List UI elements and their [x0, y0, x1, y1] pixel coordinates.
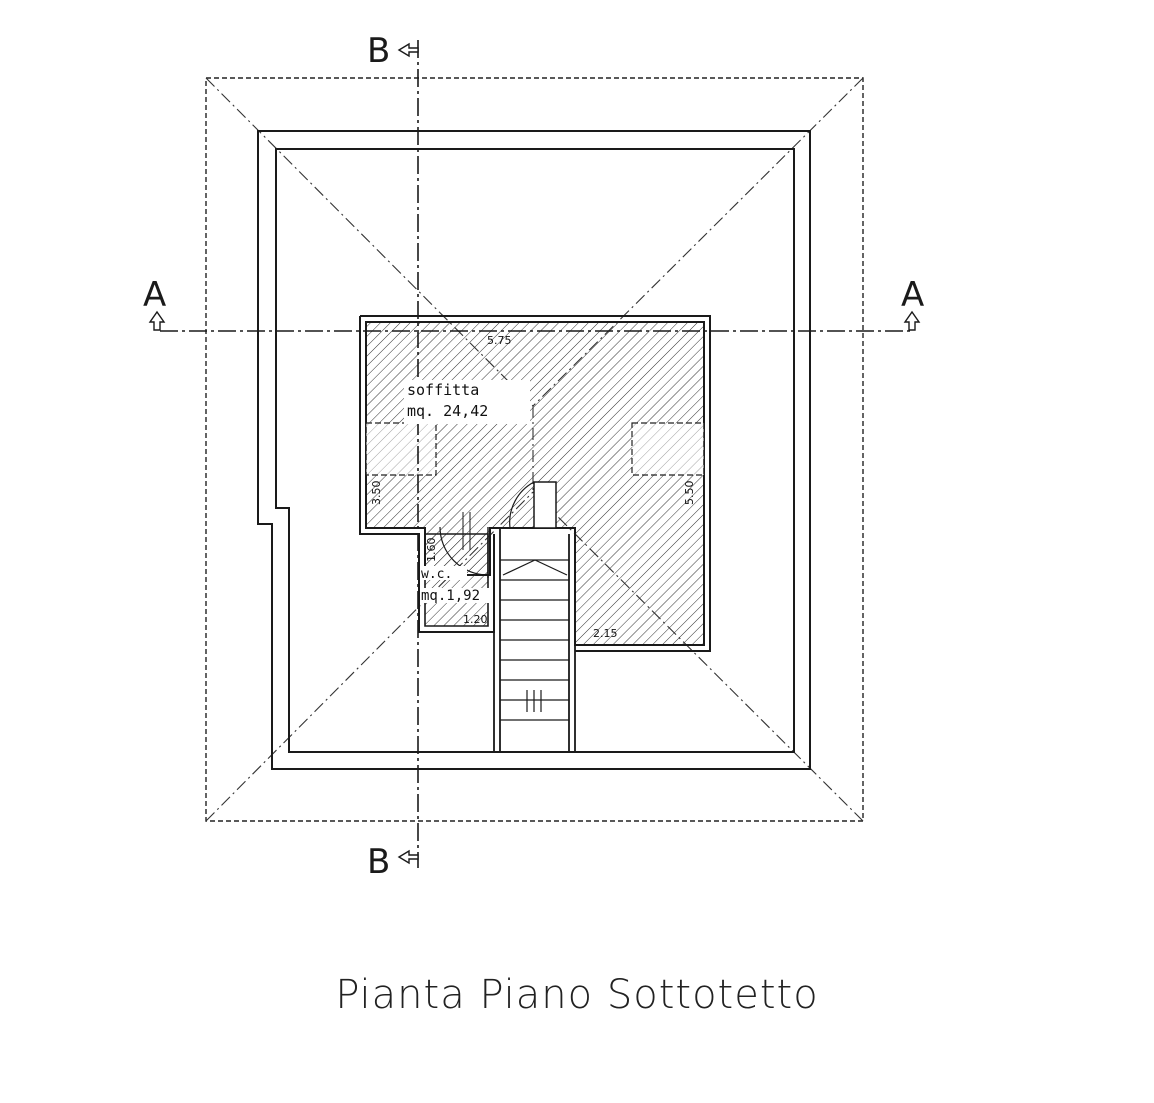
attic-door-swing: [509, 481, 535, 529]
soffitta-label-bg: [404, 380, 530, 424]
dim-wc-height: 1.60: [425, 538, 438, 563]
section-arrow-b-top: [397, 42, 419, 58]
soffitta-name: soffitta: [407, 381, 479, 399]
skylight-left: [365, 422, 437, 476]
staircase: [493, 528, 576, 752]
wc-area: mq.1,92: [421, 588, 480, 604]
dim-right-height: 5.50: [683, 481, 696, 506]
section-label-b-top: B: [367, 31, 390, 71]
section-label-b-bottom: B: [367, 842, 390, 882]
wc-door-swing: [439, 526, 489, 576]
drawing-title: Pianta Piano Sottotetto: [335, 972, 819, 1018]
section-arrow-b-bottom: [397, 849, 419, 865]
skylight-right: [631, 422, 705, 476]
stair-opening: [533, 481, 557, 529]
section-arrow-a-right: [903, 310, 921, 331]
outer-wall-inner-line: [275, 148, 795, 753]
soffitta-area: mq. 24,42: [407, 402, 488, 420]
wc-label-bg: [421, 566, 467, 580]
wc-area-bg: [421, 588, 489, 603]
dim-top-width: 5.75: [487, 334, 512, 347]
dim-left-height: 3.50: [370, 481, 383, 506]
section-label-a-left: A: [143, 275, 166, 315]
section-label-a-right: A: [901, 275, 924, 315]
roof-eave-outline: [205, 77, 864, 822]
dim-wc-width: 1.20: [463, 613, 488, 626]
outer-wall-outer-line: [257, 130, 811, 770]
dim-bottom-right: 2.15: [593, 627, 618, 640]
section-arrow-a-left: [148, 310, 166, 331]
wc-name: w.c.: [421, 567, 452, 582]
